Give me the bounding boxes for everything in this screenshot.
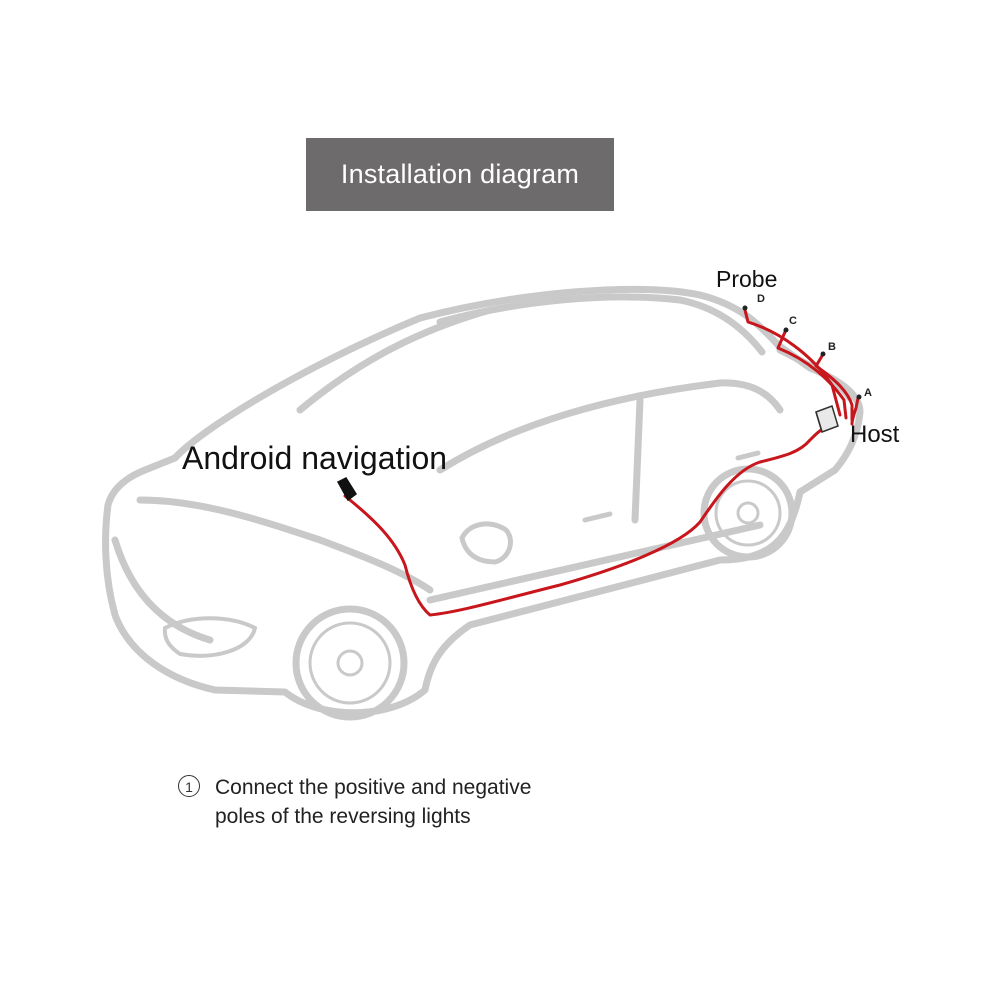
car-illustration: [102, 285, 864, 717]
navigation-unit: [336, 477, 358, 502]
door-divider: [631, 396, 644, 524]
rear-door-handle: [735, 450, 761, 461]
probe-letter-a: A: [864, 387, 872, 399]
installation-note: 1 Connect the positive and negative pole…: [178, 773, 531, 831]
probe-sensors: [742, 305, 862, 400]
front-door-handle: [582, 511, 613, 523]
hood-line: [136, 496, 434, 594]
side-window-line: [436, 379, 784, 474]
title-banner: Installation diagram: [306, 138, 614, 211]
roof-line: [436, 293, 766, 356]
note-line-2: poles of the reversing lights: [215, 805, 471, 828]
probe-letter-d: D: [757, 293, 765, 305]
rear-wheel: [700, 465, 796, 561]
probe-sensor-a: [856, 394, 862, 400]
probe-sensor-b: [820, 351, 826, 357]
main-wire: [343, 426, 830, 617]
probe-wire-b: [814, 354, 854, 422]
page-title: Installation diagram: [340, 159, 580, 189]
note-line-1: Connect the positive and negative: [215, 776, 532, 799]
probe-letter-b: B: [828, 341, 836, 353]
probe-wire-c: [776, 330, 848, 420]
probe-sensor-c: [783, 327, 789, 333]
side-mirror: [459, 521, 513, 565]
headlight: [162, 616, 258, 658]
note-text: Connect the positive and negative poles …: [215, 773, 531, 831]
probe-label: Probe: [716, 266, 778, 292]
car-body-outline: [102, 285, 864, 717]
probe-wire-a: [850, 396, 860, 426]
probe-letter-c: C: [789, 315, 797, 327]
host-unit: [815, 405, 839, 433]
note-number-badge: 1: [178, 775, 200, 797]
trunk-line: [776, 346, 854, 402]
probe-sensor-d: [742, 305, 748, 311]
wiring: [343, 308, 860, 617]
android-navigation-label: Android navigation: [182, 440, 448, 476]
bumper-line: [111, 536, 214, 644]
host-label: Host: [850, 421, 900, 448]
rocker-line: [426, 521, 764, 604]
front-wheel: [292, 605, 408, 721]
